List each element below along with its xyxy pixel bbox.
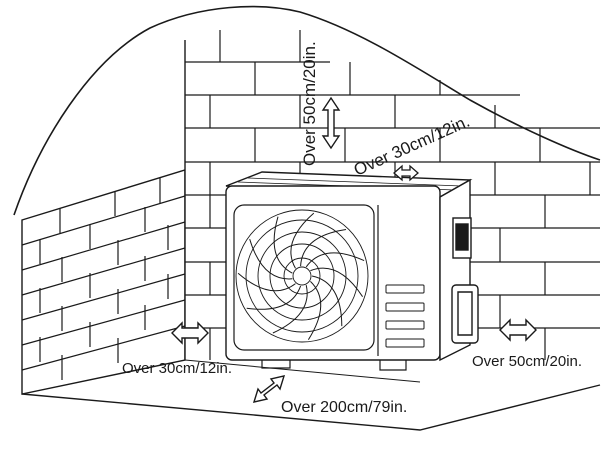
- fan-blade: [273, 216, 293, 274]
- fan-blade: [300, 229, 347, 267]
- left-wall: [21, 169, 186, 395]
- floor: [21, 359, 601, 431]
- fan-blade: [290, 212, 315, 269]
- top-clearance-label: Over 50cm/20in.: [300, 41, 319, 166]
- outdoor-unit: [225, 171, 479, 371]
- fan-grille: [235, 209, 369, 343]
- left-clearance-label: Over 30cm/12in.: [122, 360, 232, 377]
- fan-blade: [310, 267, 364, 297]
- wall-outline-curve: [13, 5, 601, 216]
- fan-blade: [272, 284, 308, 334]
- side-vents: [385, 284, 425, 348]
- unit-feet: [261, 360, 407, 371]
- fan-blade: [237, 272, 296, 292]
- fan-blade: [246, 285, 302, 310]
- valve-cover: [451, 217, 479, 344]
- fan-blade: [307, 281, 322, 340]
- double-arrow-horizontal-icon: [499, 318, 537, 342]
- double-arrow-vertical-icon: [321, 96, 341, 150]
- double-arrow-horizontal-icon: [171, 321, 209, 345]
- double-arrow-diagonal-icon: [252, 375, 286, 403]
- right-clearance-label: Over 50cm/20in.: [472, 353, 582, 370]
- fan-blades: [237, 212, 365, 340]
- left-wall-bricks: [21, 178, 186, 380]
- fan-blade: [305, 252, 365, 268]
- front-clearance-label: Over 200cm/79in.: [281, 399, 407, 416]
- double-arrow-horizontal-icon: [393, 164, 419, 182]
- fan-blade: [311, 275, 343, 327]
- fan-blade: [249, 238, 293, 280]
